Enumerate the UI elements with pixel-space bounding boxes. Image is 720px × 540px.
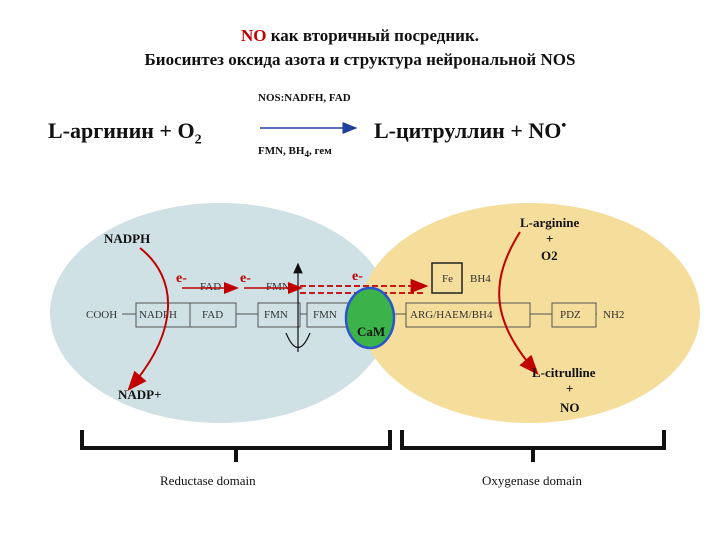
box-pdz-label: PDZ	[560, 309, 581, 321]
nadp-plus-label: NADP+	[118, 387, 162, 402]
box-arg-haem	[405, 302, 531, 328]
bh4-label: BH4	[470, 273, 491, 285]
box-fad-label: FAD	[202, 309, 223, 321]
no-label: NO	[560, 400, 580, 415]
nh2-label: NH2	[603, 309, 624, 321]
reaction-left-sub: 2	[194, 132, 202, 148]
box-nadph	[135, 302, 191, 328]
box-fmn-1	[257, 302, 301, 328]
cofactors-bottom-b: , гем	[309, 145, 332, 157]
fmn-swing-curve	[285, 332, 311, 349]
reaction-left: L-аргинин + O2	[48, 118, 202, 148]
title-line-1: NO как вторичный посредник.	[0, 26, 720, 46]
e-label-1: e-	[176, 271, 187, 286]
reductase-label: Reductase domain	[160, 473, 256, 488]
plus-1-label: +	[546, 231, 553, 246]
cofactors-bottom-sub: 4	[304, 149, 310, 160]
oxygenase-label: Oxygenase domain	[482, 473, 583, 488]
oxygenase-bracket	[400, 430, 666, 450]
l-citrulline-label: L-citrulline	[532, 365, 596, 380]
cofactors-bottom: FMN, BH4, гем	[258, 145, 332, 159]
l-arginine-label: L-arginine	[520, 215, 579, 230]
box-fad	[189, 302, 237, 328]
reaction-right: L-цитруллин + NO•	[374, 118, 566, 144]
reaction-right-text: L-цитруллин + NO	[374, 118, 562, 143]
o2-label: O2	[541, 248, 558, 263]
e-label-2: e-	[240, 271, 251, 286]
cofactors-bottom-a: FMN, BH	[258, 145, 305, 157]
reductase-bracket	[80, 430, 392, 450]
title-line-2: Биосинтез оксида азота и структура нейро…	[144, 50, 576, 69]
box-fmn-2-label: FMN	[313, 309, 337, 321]
cam-label: CaM	[357, 324, 385, 339]
e-label-3: e-	[352, 269, 363, 284]
fad-float-label: FAD	[200, 281, 221, 293]
box-pdz	[551, 302, 597, 328]
fe-label: Fe	[442, 273, 453, 285]
box-arg-haem-label: ARG/HAEM/BH4	[410, 309, 493, 321]
reaction-left-text: L-аргинин + O	[48, 118, 195, 143]
title-no: NO	[240, 26, 267, 45]
reaction-right-sup: •	[561, 118, 567, 134]
box-fe	[431, 262, 463, 294]
arginine-arrow	[498, 231, 539, 375]
box-nadph-label: NADPH	[139, 309, 177, 321]
plus-2-label: +	[566, 381, 573, 396]
box-fmn-1-label: FMN	[264, 309, 288, 321]
title-line-1-text: как вторичный посредник.	[266, 26, 480, 45]
cooh-label: COOH	[86, 309, 117, 321]
cofactors-top: NOS:NADFH, FAD	[258, 92, 351, 104]
cam-circle	[344, 286, 396, 350]
nadph-arrow	[127, 247, 169, 392]
nadph-label: NADPH	[104, 231, 150, 246]
fmn-float-label: FMN	[266, 281, 290, 293]
